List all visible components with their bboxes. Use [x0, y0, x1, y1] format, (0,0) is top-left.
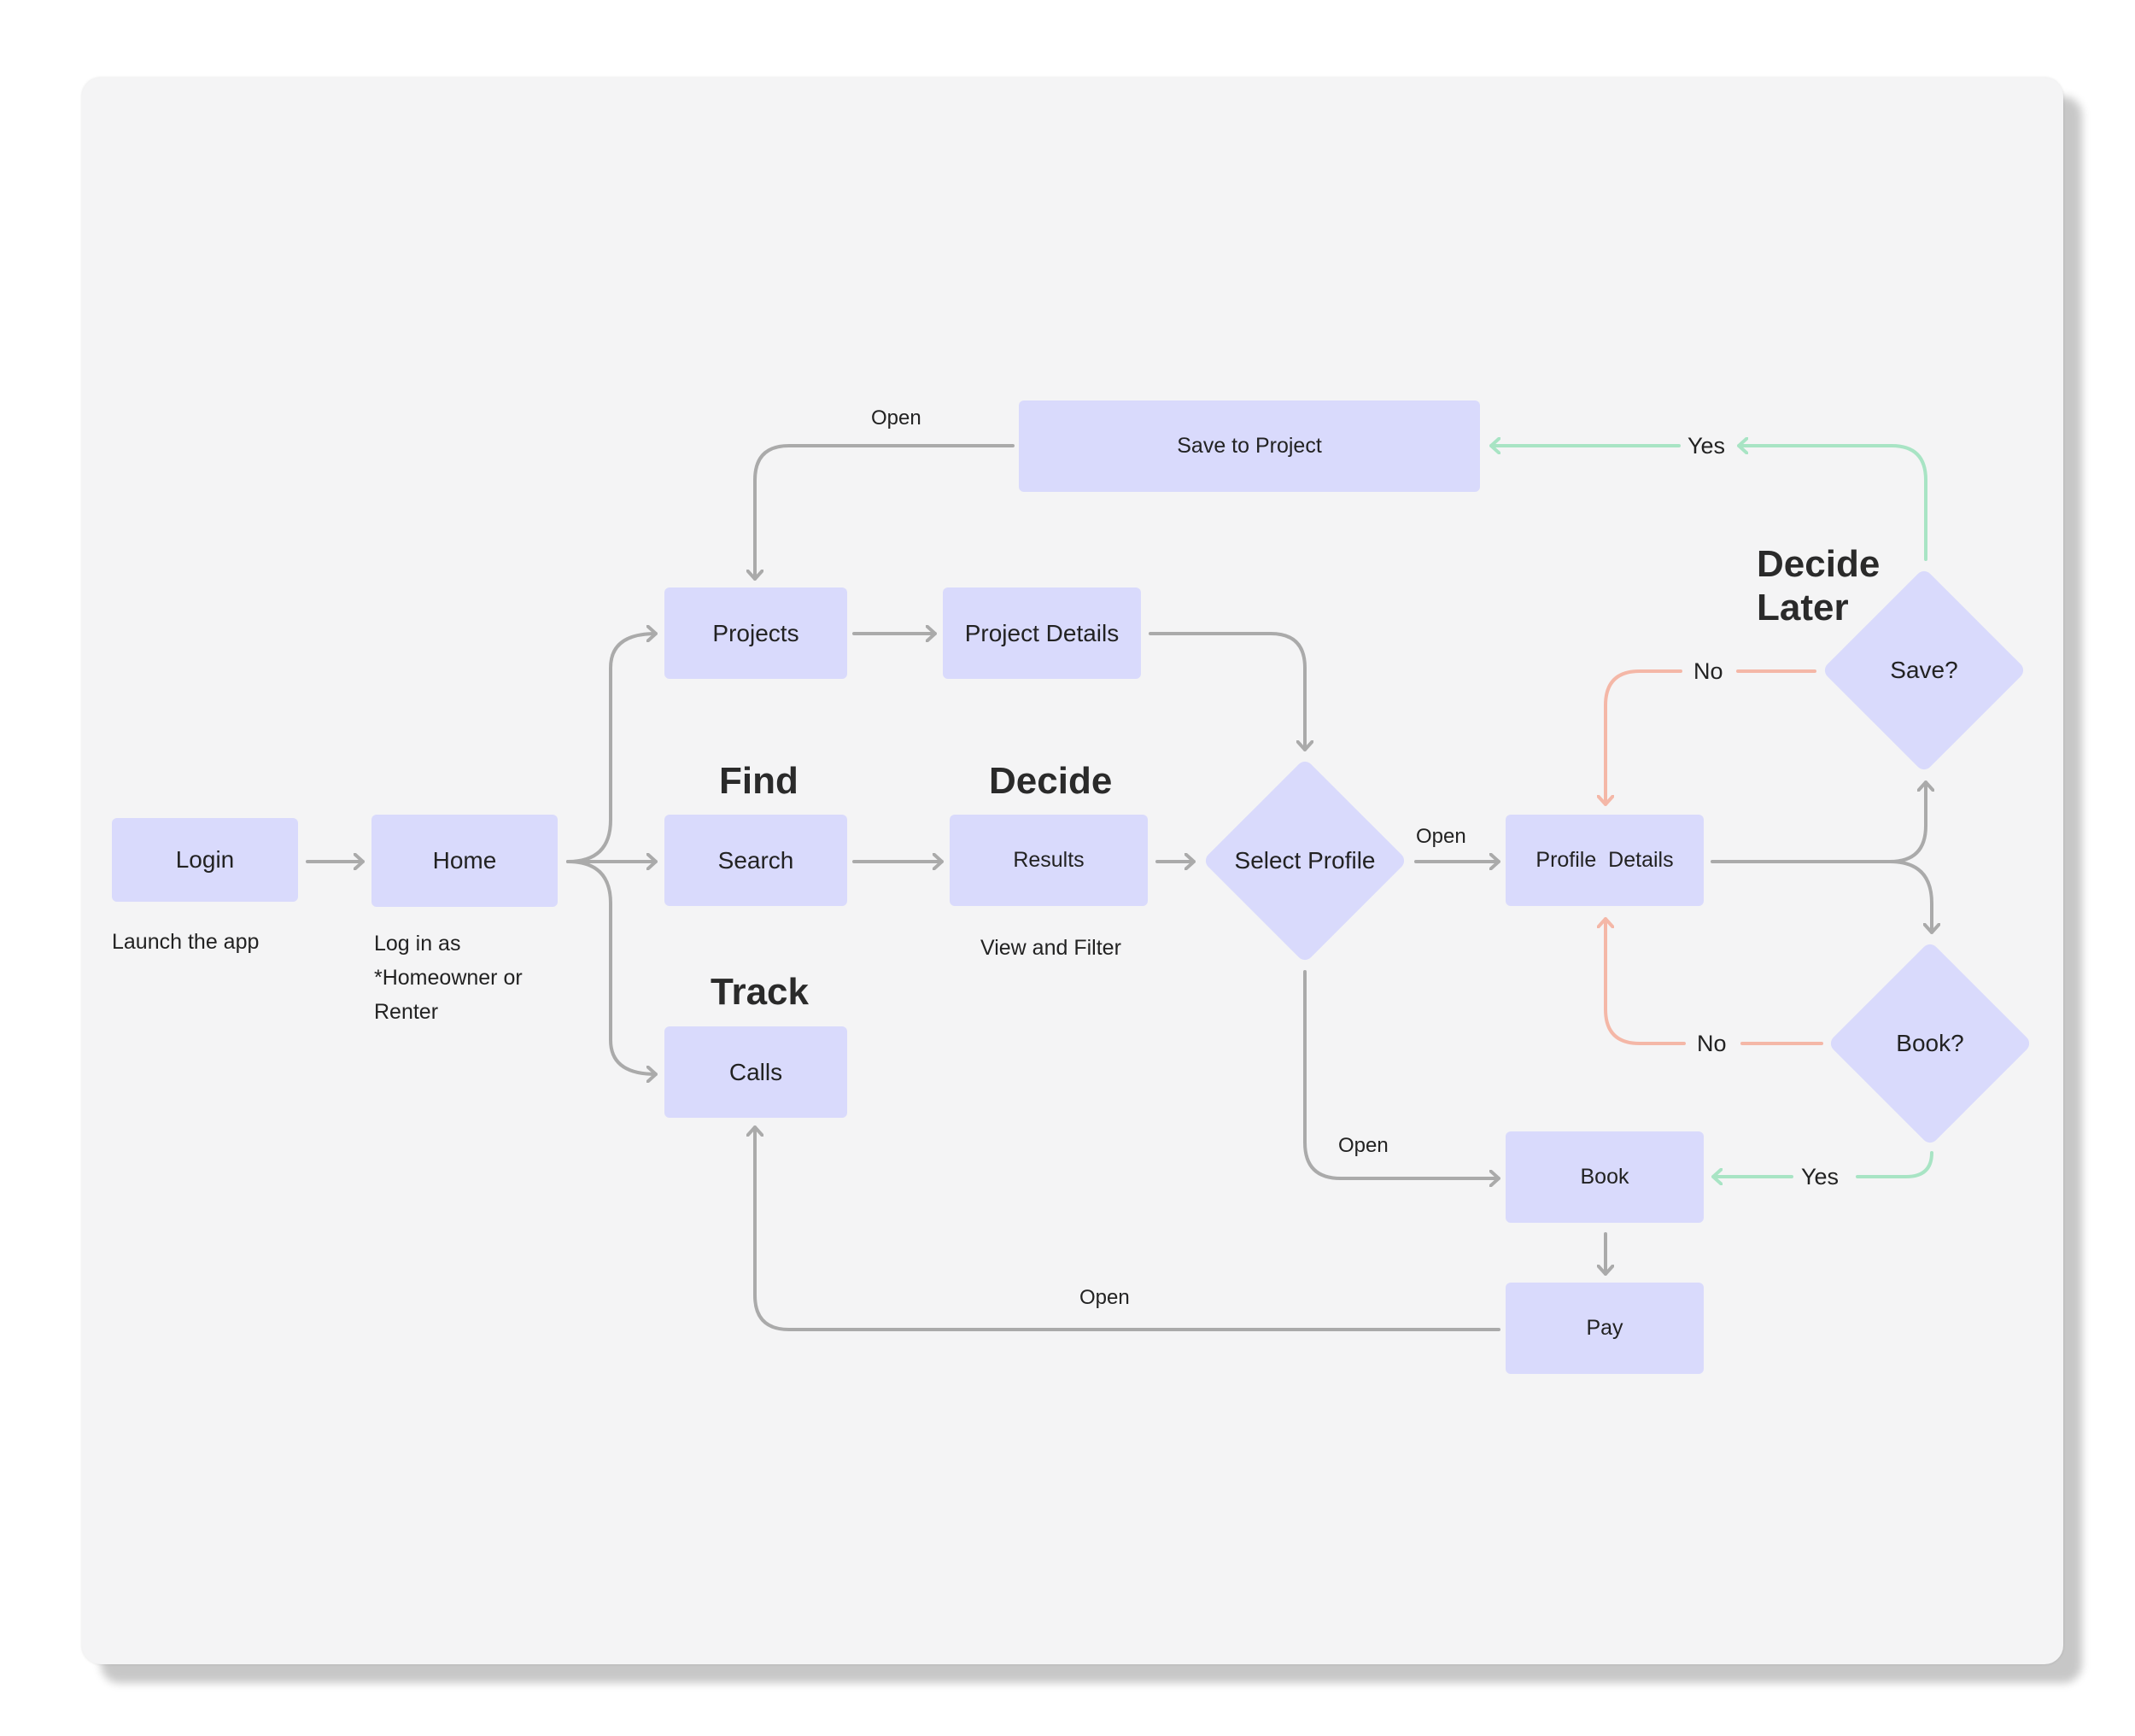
- node-login[interactable]: Login: [112, 818, 298, 902]
- note-login: Launch the app: [112, 930, 260, 954]
- heading-decide-later: Decide Later: [1757, 543, 1881, 628]
- edge-selectprofile-book: [1303, 970, 1500, 1178]
- decision-select-profile-label: Select Profile: [1234, 846, 1376, 874]
- decision-save-label: Save?: [1890, 656, 1958, 683]
- edge-profiledetails-book: [1888, 860, 1932, 934]
- edge-label-open-profile: Open: [1416, 825, 1466, 848]
- edge-book-yes-book: [1856, 1151, 1933, 1178]
- node-pay[interactable]: Pay: [1506, 1283, 1704, 1374]
- node-save-to-project[interactable]: Save to Project: [1019, 400, 1480, 492]
- edge-label-book-yes: Yes: [1801, 1164, 1840, 1189]
- edge-label-save-yes: Yes: [1688, 433, 1726, 459]
- edge-book-no-profiledetails-2: [1606, 917, 1686, 1045]
- note-results: View and Filter: [980, 936, 1121, 960]
- node-search[interactable]: Search: [664, 815, 847, 906]
- edge-home-projects: [566, 634, 658, 863]
- node-project-details[interactable]: Project Details: [943, 587, 1141, 679]
- node-calls[interactable]: Calls: [664, 1026, 847, 1118]
- edge-projectdetails-selectprofile: [1149, 632, 1305, 751]
- node-profile-details[interactable]: Profile Details: [1506, 815, 1704, 906]
- node-home[interactable]: Home: [371, 815, 558, 907]
- edge-label-open-projects: Open: [871, 406, 921, 430]
- node-book[interactable]: Book: [1506, 1131, 1704, 1223]
- edge-save-no-profiledetails-2: [1606, 669, 1682, 806]
- heading-decide: Decide: [989, 760, 1113, 802]
- edge-profiledetails-save: [1711, 780, 1926, 863]
- heading-track: Track: [711, 971, 809, 1013]
- node-projects[interactable]: Projects: [664, 587, 847, 679]
- edge-label-open-calls: Open: [1079, 1286, 1130, 1309]
- edge-label-book-no: No: [1697, 1031, 1727, 1056]
- decision-book-label: Book?: [1896, 1029, 1964, 1056]
- edge-home-calls: [566, 860, 658, 1074]
- edge-label-open-book: Open: [1338, 1134, 1389, 1157]
- edge-label-save-no: No: [1693, 658, 1723, 684]
- heading-find: Find: [719, 760, 798, 802]
- node-results[interactable]: Results: [950, 815, 1148, 906]
- note-home: Log in as *Homeowner or Renter: [374, 932, 523, 1024]
- edge-save-yes-savetoproject: [1737, 446, 1927, 561]
- edge-savetoproject-projects: [755, 444, 1015, 581]
- edge-pay-calls: [755, 1125, 1500, 1331]
